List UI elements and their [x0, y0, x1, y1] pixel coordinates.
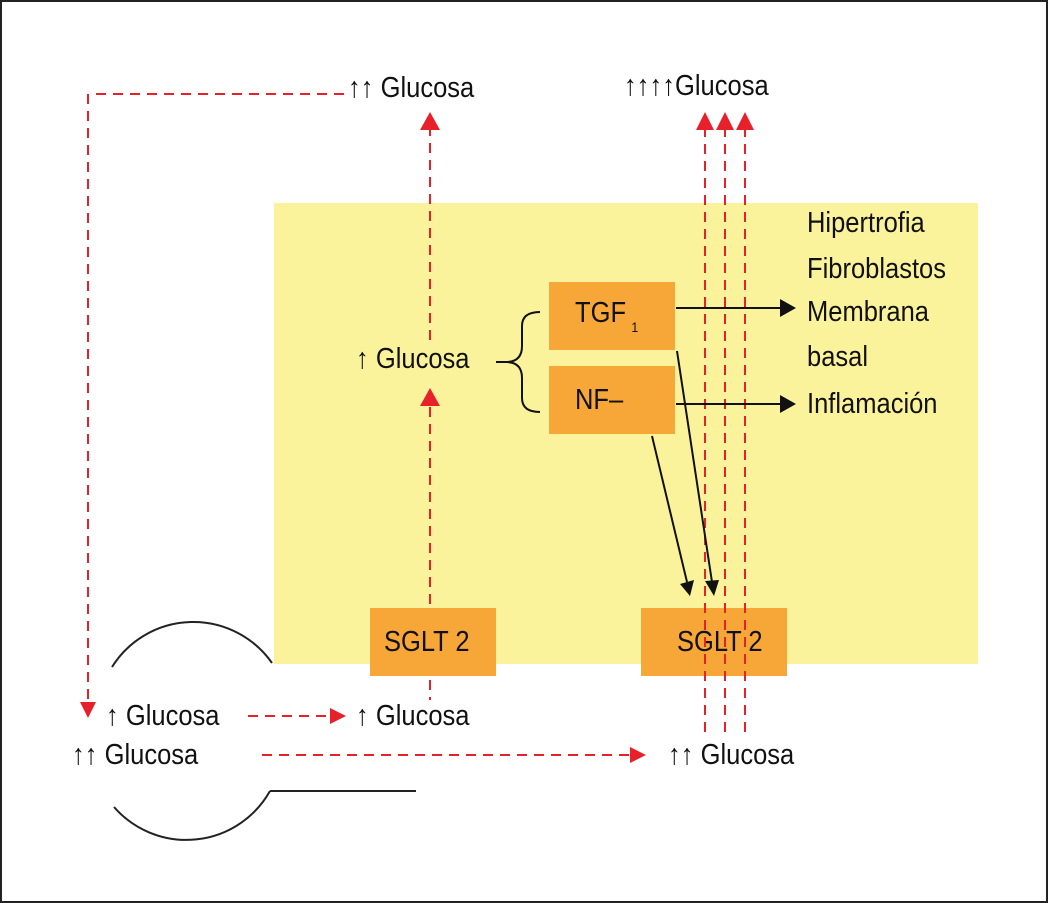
glucosa-lumen-2: ↑↑ Glucosa: [72, 739, 199, 771]
nf-to-sglt2-arrowhead: [680, 580, 694, 596]
nf-label: NF–: [575, 383, 624, 416]
effect-membrana: Membrana: [807, 296, 929, 328]
tgf-text: TGF: [575, 297, 627, 329]
nf-box: NF–: [549, 366, 675, 434]
arrowhead-left-mid: [420, 388, 440, 406]
glucosa-filtered-1: ↑ Glucosa: [356, 700, 470, 732]
nf-effect-arrowhead: [780, 395, 796, 413]
effect-fibroblastos: Fibroblastos: [807, 253, 947, 285]
tgf-to-sglt2-arrowhead: [705, 580, 719, 596]
glucosa-filtered-2: ↑↑ Glucosa: [668, 739, 795, 771]
arrowhead-right-1: [696, 112, 714, 130]
glucosa-mid: ↑ Glucosa: [356, 343, 470, 375]
effect-basal: basal: [807, 341, 869, 373]
effect-inflamacion: Inflamación: [807, 388, 938, 420]
arrowhead-recirc: [80, 702, 96, 718]
glucosa-top-left: ↑↑ Glucosa: [348, 72, 475, 104]
tgf-to-sglt2-arrow: [676, 350, 713, 583]
glucosa-top-right: ↑↑↑↑Glucosa: [624, 70, 769, 102]
arrowhead-right-2: [716, 112, 734, 130]
sglt2-left-label: SGLT 2: [384, 625, 470, 658]
arrowhead-right-3: [736, 112, 754, 130]
sglt2-right-label: SGLT 2: [677, 625, 763, 658]
tubule-upper-arc: [111, 621, 273, 668]
arrowhead-left-top: [420, 112, 440, 130]
effect-hipertrofia: Hipertrofia: [807, 207, 925, 239]
branch-brace: [496, 311, 541, 413]
sglt2-left-box: SGLT 2: [370, 608, 496, 676]
sglt2-right-box: SGLT 2: [641, 608, 787, 676]
arrowhead-lumen-2: [630, 747, 646, 763]
tubule-lower-arc: [113, 790, 271, 841]
tgf-effect-arrowhead: [780, 299, 796, 317]
glucosa-lumen-1: ↑ Glucosa: [106, 700, 220, 732]
tgf-subscript: 1: [631, 319, 639, 335]
nf-to-sglt2-arrow: [651, 435, 688, 583]
arrowhead-lumen-1: [330, 708, 346, 724]
